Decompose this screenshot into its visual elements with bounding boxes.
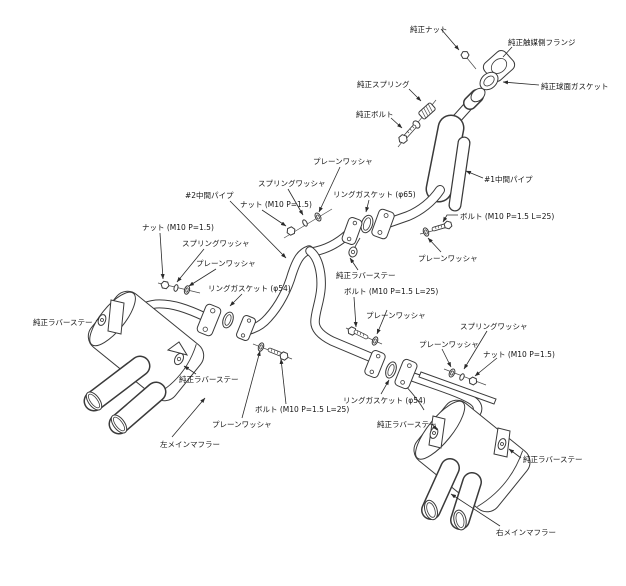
label-oem-catalyst-flange: 純正触媒側フランジ <box>508 37 576 47</box>
label-pipe1: #1中間パイプ <box>484 174 533 184</box>
label-plain-washer-center: プレーンワッシャ <box>366 311 426 320</box>
label-rubber-stay-right-rear: 純正ラバーステー <box>523 454 583 464</box>
label-left-muffler: 左メインマフラー <box>160 439 220 449</box>
top-joint <box>283 208 453 245</box>
label-plain-washer-bottom-left: プレーンワッシャ <box>212 420 272 429</box>
ring-gasket-54-center-part <box>385 361 397 379</box>
label-oem-bolt: 純正ボルト <box>356 109 394 119</box>
leader-lines <box>95 28 540 527</box>
pipe1-assembly <box>383 87 486 228</box>
oem-spherical-gasket-part <box>479 71 499 91</box>
label-rubber-stay-center: 純正ラバーステー <box>336 270 396 280</box>
rubber-stay-center <box>348 237 361 258</box>
oem-bolt-part <box>398 120 421 144</box>
center-joint <box>345 326 483 421</box>
left-muffler-front-bracket <box>107 299 125 335</box>
label-pipe2: #2中間パイプ <box>185 190 234 200</box>
label-rubber-stay-right-front: 純正ラバーステー <box>377 419 437 429</box>
label-plain-washer-top: プレーンワッシャ <box>418 254 478 263</box>
right-muffler <box>413 368 531 531</box>
right-muffler-hanger-plate <box>418 371 497 405</box>
top-joint-bolt <box>422 220 453 237</box>
label-plain-washer-left: プレーンワッシャ <box>196 259 256 268</box>
label-spring-washer-upper: スプリングワッシャ <box>258 178 326 188</box>
label-nut-m10-right: ナット (M10 P=1.5) <box>483 350 555 359</box>
label-right-muffler: 右メインマフラー <box>496 527 556 537</box>
oem-spring-part <box>418 102 436 120</box>
catalyst-side-parts <box>397 50 516 148</box>
rubber-stay-right-rear <box>497 438 507 450</box>
label-ring-gasket-54-left: リングガスケット (φ54) <box>208 283 291 293</box>
label-spring-washer-right: スプリングワッシャ <box>460 321 528 331</box>
label-plain-washer-right: プレーンワッシャ <box>419 340 479 349</box>
label-oem-spring: 純正スプリング <box>357 79 410 89</box>
left-muffler-rear-bracket <box>166 341 189 356</box>
label-bolt-m10-bottom-left: ボルト (M10 P=1.5 L=25) <box>255 405 349 414</box>
label-spring-washer-left: スプリングワッシャ <box>182 238 250 248</box>
label-bolt-m10-center: ボルト (M10 P=1.5 L=25) <box>344 287 438 296</box>
ring-gasket-54-left-part <box>222 311 234 329</box>
label-rubber-stay-far-left: 純正ラバーステー <box>33 317 93 327</box>
labels: 純正ナット 純正触媒側フランジ 純正球面ガスケット 純正スプリング 純正ボルト … <box>33 24 609 537</box>
pipe2-assembly <box>244 229 375 362</box>
label-nut-m10-left: ナット (M10 P=1.5) <box>142 223 214 232</box>
label-oem-spherical-gasket: 純正球面ガスケット <box>541 81 609 91</box>
oem-nut-part <box>460 51 470 59</box>
label-plain-washer-upper: プレーンワッシャ <box>313 157 373 166</box>
left-muffler <box>83 290 205 435</box>
label-nut-m10-upper: ナット (M10 P=1.5) <box>240 200 312 209</box>
rubber-stay-left-rear <box>173 352 185 366</box>
label-ring-gasket-54-center: リングガスケット (φ54) <box>343 395 426 405</box>
label-rubber-stay-left-rear: 純正ラバーステー <box>179 374 239 384</box>
label-oem-nut: 純正ナット <box>410 24 448 34</box>
label-ring-gasket-65: リングガスケット (φ65) <box>333 189 416 199</box>
label-bolt-m10-top: ボルト (M10 P=1.5 L=25) <box>460 212 554 221</box>
